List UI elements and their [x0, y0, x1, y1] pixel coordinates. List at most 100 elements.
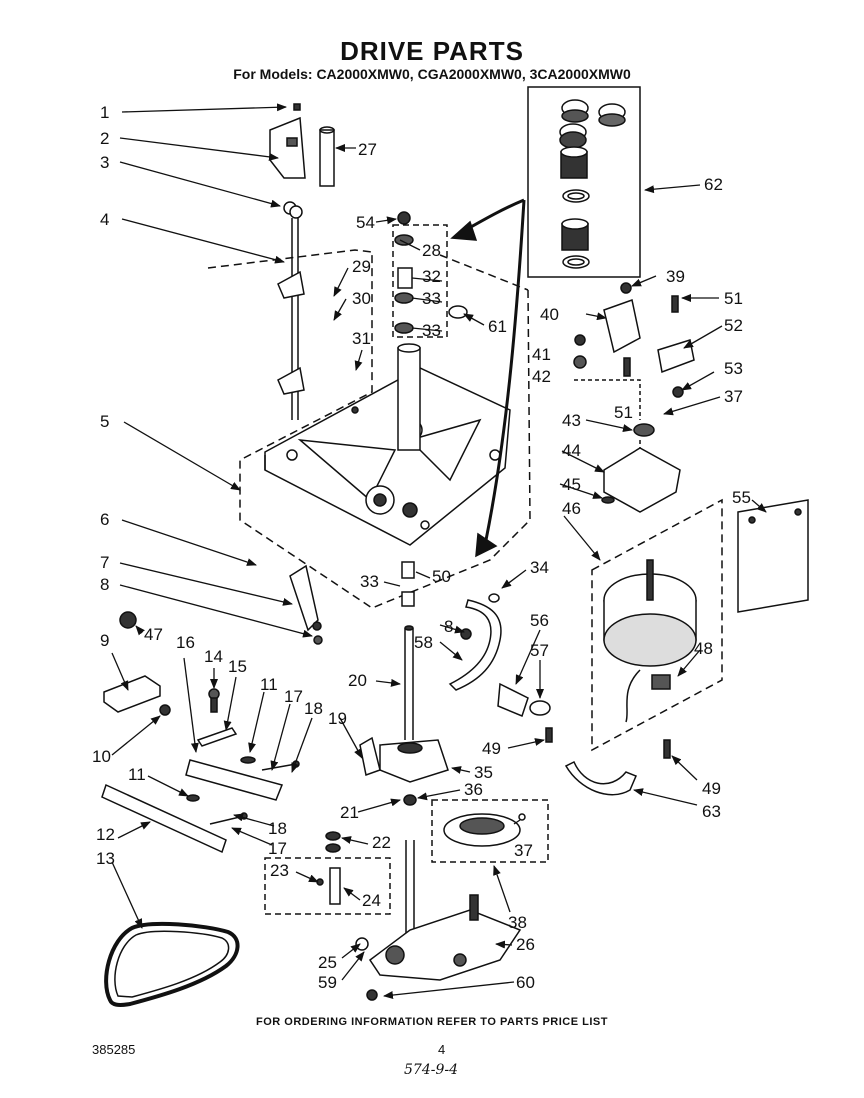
callout-40: 40	[540, 305, 559, 324]
callout-5: 5	[100, 412, 109, 431]
callout-11-lower: 11	[128, 765, 146, 784]
callout-63: 63	[702, 802, 721, 821]
lower-left-parts	[101, 611, 381, 854]
bearing-kit-box	[527, 86, 641, 278]
callout-50: 50	[432, 567, 451, 586]
callout-14: 14	[204, 647, 223, 666]
callout-48: 48	[694, 639, 713, 658]
callout-8: 8	[100, 575, 109, 594]
ordering-note: FOR ORDERING INFORMATION REFER TO PARTS …	[256, 1016, 608, 1028]
callout-59: 59	[318, 973, 337, 992]
strap-63	[564, 760, 637, 796]
callout-10: 10	[92, 747, 111, 766]
callout-41: 41	[532, 345, 551, 364]
callout-37: 37	[514, 841, 533, 860]
callout-49: 49	[482, 739, 501, 758]
callout-1: 1	[100, 103, 109, 122]
callout-29: 29	[352, 257, 371, 276]
models-subtitle: For Models: CA2000XMW0, CGA2000XMW0, 3CA…	[233, 66, 631, 82]
callout-55: 55	[732, 488, 751, 507]
page-title: DRIVE PARTS	[340, 36, 524, 66]
document-number: 385285	[92, 1042, 136, 1057]
callout-44: 44	[562, 441, 581, 460]
callout-15: 15	[228, 657, 247, 676]
motor-mount-parts	[573, 282, 695, 513]
hose-58	[448, 599, 502, 691]
callout-57: 57	[530, 641, 549, 660]
callout-32: 32	[422, 267, 441, 286]
callout-61: 61	[488, 317, 507, 336]
callout-34: 34	[530, 558, 549, 577]
callout-54: 54	[356, 213, 375, 232]
callout-60: 60	[516, 973, 535, 992]
bracket-assembly	[269, 103, 323, 645]
callout-58: 58	[414, 633, 433, 652]
agitator-shaft-20	[379, 561, 449, 806]
callout-6: 6	[100, 510, 109, 529]
callout-20: 20	[348, 671, 367, 690]
base-outline-dashed	[207, 249, 531, 609]
callout-33-c: 33	[360, 572, 379, 591]
callout-22: 22	[372, 833, 391, 852]
pulley-box	[431, 799, 549, 863]
callout-7: 7	[100, 553, 109, 572]
bearing-kit-62	[559, 99, 626, 269]
callout-21: 21	[340, 803, 359, 822]
hose-27	[319, 129, 335, 187]
callout-26: 26	[516, 935, 535, 954]
callout-49-lower: 49	[702, 779, 721, 798]
callout-56: 56	[530, 611, 549, 630]
handwritten-note: 574-9-4	[404, 1062, 458, 1078]
callout-13: 13	[96, 849, 115, 868]
callout-18-lower: 18	[268, 819, 287, 838]
motor-46	[603, 559, 697, 759]
callout-9: 9	[100, 631, 109, 650]
panel-55	[737, 499, 809, 613]
callout-labels: 1 2 3 4 5 6 7 8 9 10 11 12 13 14 15 16 1…	[92, 103, 751, 992]
callout-4: 4	[100, 210, 109, 229]
callout-31: 31	[352, 329, 371, 348]
callout-19: 19	[328, 709, 347, 728]
callout-25: 25	[318, 953, 337, 972]
callout-33: 33	[422, 289, 441, 308]
callout-62: 62	[704, 175, 723, 194]
gearcase-26	[366, 840, 522, 1001]
callout-17: 17	[284, 687, 303, 706]
callout-23: 23	[270, 861, 289, 880]
callout-51-lower: 51	[614, 403, 633, 422]
callout-43: 43	[562, 411, 581, 430]
callout-35: 35	[474, 763, 493, 782]
callout-28: 28	[422, 241, 441, 260]
clutch-parts-box	[264, 857, 391, 915]
callout-3: 3	[100, 153, 109, 172]
bearing-stack-box	[392, 224, 448, 338]
callout-45: 45	[562, 475, 581, 494]
callout-39: 39	[666, 267, 685, 286]
transmission-base-5	[264, 367, 511, 546]
callout-33-b: 33	[422, 321, 441, 340]
pump-56	[497, 682, 529, 718]
callout-17-lower: 17	[268, 839, 287, 858]
callout-16: 16	[176, 633, 195, 652]
motor-box	[591, 498, 723, 752]
callout-24: 24	[362, 891, 381, 910]
center-post	[394, 211, 468, 451]
callout-8-right: 8	[444, 617, 453, 636]
drive-belt-13	[104, 921, 240, 1007]
callout-18: 18	[304, 699, 323, 718]
callout-53: 53	[724, 359, 743, 378]
callout-37-motor: 37	[724, 387, 743, 406]
callout-30: 30	[352, 289, 371, 308]
callout-46: 46	[562, 499, 581, 518]
callout-38: 38	[508, 913, 527, 932]
callout-42: 42	[532, 367, 551, 386]
callout-36: 36	[464, 780, 483, 799]
callout-27: 27	[358, 140, 377, 159]
callout-51: 51	[724, 289, 743, 308]
callout-52: 52	[724, 316, 743, 335]
callout-47: 47	[144, 625, 163, 644]
callout-12: 12	[96, 825, 115, 844]
callout-2: 2	[100, 129, 109, 148]
